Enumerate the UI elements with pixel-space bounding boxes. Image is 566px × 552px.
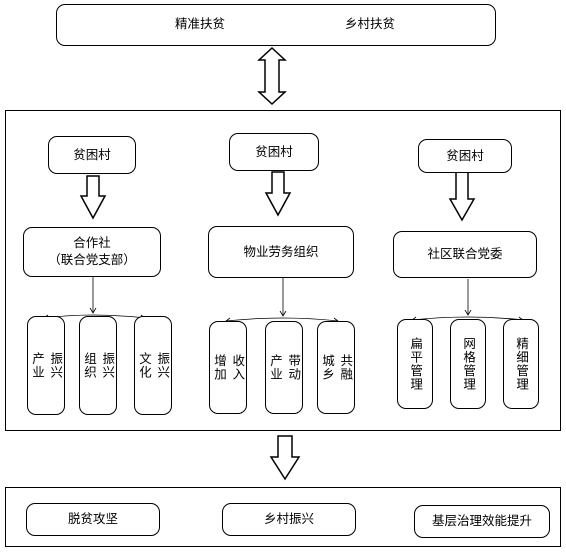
bottom-frame [5, 487, 561, 547]
top-right-label: 乡村扶贫 [345, 16, 396, 31]
org-box-3: 社区联合党委 [393, 231, 537, 278]
bottom-box-1: 脱贫攻坚 [26, 503, 160, 536]
item-1-2-col2: 振兴 [100, 352, 116, 379]
item-3-1-col1: 扁平管理 [408, 337, 424, 391]
org-label-2: 物业劳务组织 [243, 243, 319, 259]
item-3-3-col1: 精细管理 [514, 337, 530, 391]
middle-frame [5, 110, 561, 431]
village-label-2: 贫困村 [255, 143, 293, 159]
item-2-2-col2: 带动 [286, 354, 302, 381]
bottom-label-3: 基层治理效能提升 [431, 513, 532, 529]
item-box-1-2: 组织振兴 [79, 316, 117, 415]
org-label-1-line2: （联合党支部） [48, 252, 136, 267]
bottom-label-2: 乡村振兴 [263, 511, 314, 527]
village-label-1: 贫困村 [73, 146, 111, 162]
item-2-2-col1: 产业 [268, 354, 283, 381]
org-box-1: 合作社 （联合党支部） [23, 227, 161, 277]
top-box: 精准扶贫 乡村扶贫 [56, 4, 496, 46]
item-2-1-col1: 增加 [212, 354, 227, 381]
double-arrow-icon [257, 46, 287, 106]
item-box-1-3: 文化振兴 [134, 316, 172, 415]
org-label-3: 社区联合党委 [427, 246, 503, 262]
item-2-3-col2: 共融 [338, 354, 354, 381]
down-arrow-icon-1 [79, 175, 107, 220]
down-arrow-icon-2 [264, 171, 292, 217]
item-box-3-2: 网格管理 [450, 319, 486, 409]
bottom-box-3: 基层治理效能提升 [414, 505, 550, 538]
item-2-1-col2: 收入 [230, 354, 246, 381]
item-2-3-col1: 城乡 [320, 354, 335, 381]
org-label-1-line1: 合作社 [73, 235, 111, 251]
item-1-1-col2: 振兴 [48, 352, 64, 379]
item-1-2-col1: 组织 [82, 352, 97, 379]
item-box-3-3: 精细管理 [503, 319, 539, 409]
village-box-1: 贫困村 [48, 136, 136, 174]
village-box-2: 贫困村 [229, 133, 319, 171]
down-arrow-icon-bottom [269, 435, 301, 481]
item-1-3-col2: 振兴 [155, 352, 171, 379]
down-arrow-icon-3 [448, 171, 476, 222]
bottom-box-2: 乡村振兴 [222, 503, 356, 536]
bottom-label-1: 脱贫攻坚 [67, 511, 118, 527]
item-1-3-col1: 文化 [137, 352, 152, 379]
item-box-2-2: 产业带动 [265, 321, 303, 414]
village-label-3: 贫困村 [446, 147, 484, 163]
top-left-label: 精准扶贫 [175, 16, 226, 31]
item-box-2-3: 城乡共融 [317, 321, 355, 414]
org-box-2: 物业劳务组织 [208, 226, 354, 278]
item-1-1-col1: 产业 [30, 352, 45, 379]
item-box-2-1: 增加收入 [209, 321, 247, 414]
item-3-2-col1: 网格管理 [461, 337, 477, 391]
item-box-3-1: 扁平管理 [397, 319, 433, 409]
village-box-3: 贫困村 [418, 139, 512, 173]
item-box-1-1: 产业振兴 [27, 316, 65, 415]
